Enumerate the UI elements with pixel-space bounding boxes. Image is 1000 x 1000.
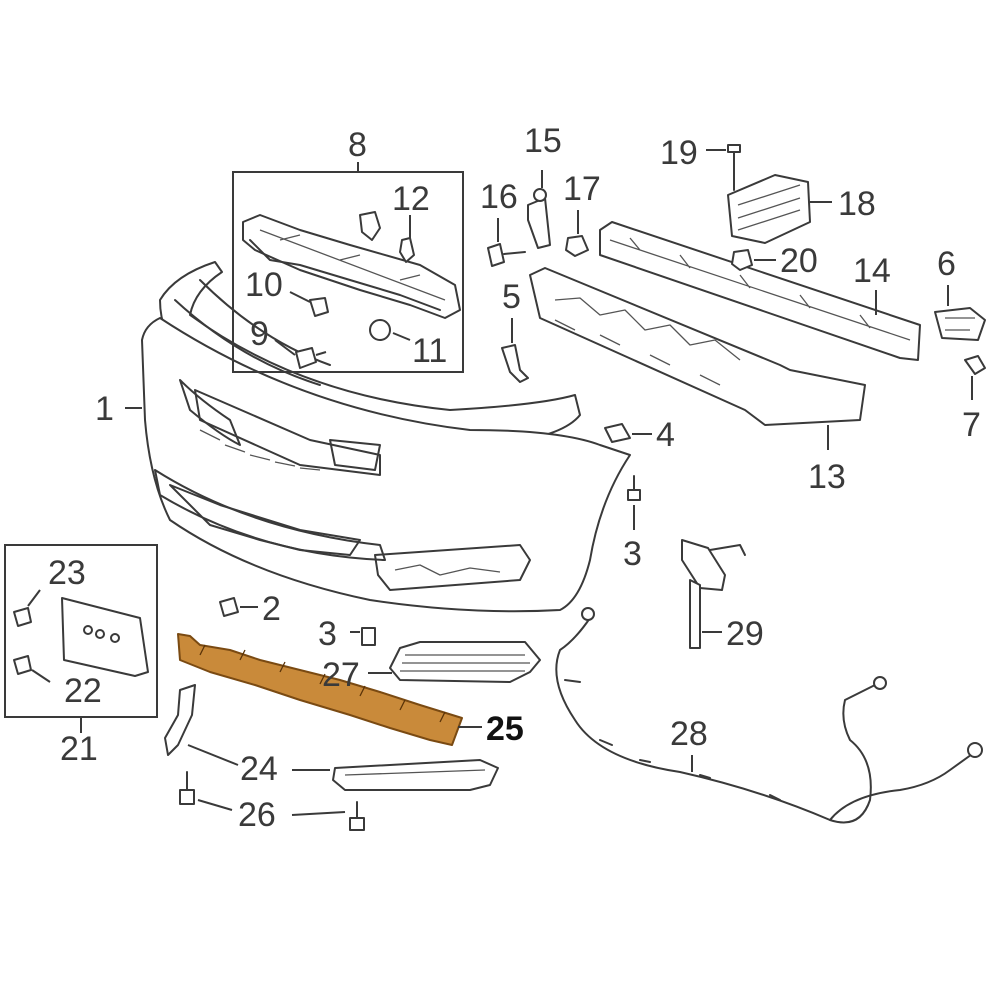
part-19-bolt (706, 144, 741, 191)
callout-25: 25 (486, 710, 524, 748)
callout-28: 28 (670, 715, 708, 753)
callout-24: 24 (240, 750, 278, 788)
callout-10: 10 (245, 266, 283, 304)
callout-18: 18 (838, 185, 876, 223)
part-7-clip (964, 355, 986, 400)
part-1-bumper-fascia (141, 261, 631, 613)
part-15-bracket (527, 170, 551, 249)
callout-13: 13 (808, 458, 846, 496)
callout-16: 16 (480, 178, 518, 216)
callout-1: 1 (95, 390, 114, 428)
part-4-clip (604, 423, 652, 443)
callout-29: 29 (726, 615, 764, 653)
part-29-sensor-bracket (681, 539, 746, 649)
callout-4: 4 (656, 416, 675, 454)
part-20-nut (731, 249, 776, 271)
callout-23: 23 (48, 554, 86, 592)
callout-12: 12 (392, 180, 430, 218)
part-3-screw-lower (350, 627, 376, 646)
callout-27: 27 (322, 656, 360, 694)
callout-7: 7 (962, 406, 981, 444)
group-21-box (4, 544, 158, 733)
part-14-impact-bar (599, 221, 921, 361)
callout-5: 5 (502, 278, 521, 316)
part-17-nut (565, 210, 589, 257)
part-27-grille (368, 641, 541, 683)
part-28-wiring-harness (555, 607, 983, 824)
part-6-bracket (934, 285, 986, 341)
group-8-box (232, 162, 464, 373)
part-24-brackets (164, 684, 499, 791)
part-16-bolt (487, 218, 526, 267)
part-3-screw-upper (627, 475, 641, 530)
callout-14: 14 (853, 252, 891, 290)
callout-labels: 1 2 3 3 4 5 6 7 8 9 10 11 12 13 14 15 16… (48, 122, 981, 834)
callout-26: 26 (238, 796, 276, 834)
callout-21: 21 (60, 730, 98, 768)
callout-11: 11 (412, 332, 447, 370)
part-2-clip (219, 597, 258, 617)
callout-20: 20 (780, 242, 818, 280)
part-5-bracket (501, 318, 529, 383)
callout-22: 22 (64, 672, 102, 710)
callout-15: 15 (524, 122, 562, 160)
part-25-deflector-highlighted (177, 633, 482, 746)
part-18-module (727, 174, 832, 244)
callout-3-lower: 3 (318, 615, 337, 653)
callout-19: 19 (660, 134, 698, 172)
callout-2: 2 (262, 590, 281, 628)
part-26-screws (179, 771, 365, 831)
callout-9: 9 (250, 315, 269, 353)
callout-17: 17 (563, 170, 601, 208)
callout-6: 6 (937, 245, 956, 283)
callout-8: 8 (348, 126, 367, 164)
callout-3-upper: 3 (623, 535, 642, 573)
part-13-energy-absorber (529, 267, 866, 450)
